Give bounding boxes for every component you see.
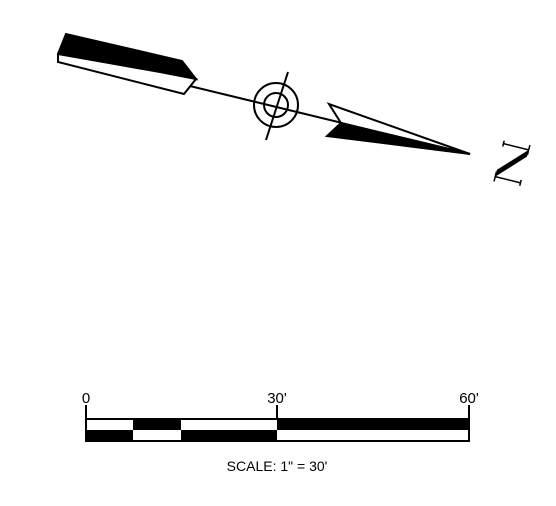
scale-bar-top-seg-1 xyxy=(86,419,133,430)
scale-bar-bottom-seg-4 xyxy=(277,430,469,441)
scale-bar-bottom-seg-3 xyxy=(181,430,277,441)
scale-bar-outline xyxy=(85,418,470,442)
scale-bar-top-seg-4 xyxy=(277,419,469,430)
scale-bar-bottom-seg-2 xyxy=(133,430,181,441)
north-arrow: N xyxy=(56,32,531,186)
scale-bar: 0 30' 60' SCALE: 1" = 30' xyxy=(82,390,479,474)
scale-bar-label-30: 30' xyxy=(267,390,287,407)
scale-bar-bottom-seg-1 xyxy=(86,430,133,441)
north-arrow-center-target-icon xyxy=(253,71,299,141)
north-arrow-tail-white xyxy=(57,52,198,96)
scale-bar-label-0: 0 xyxy=(82,390,90,407)
scale-bar-label-60: 60' xyxy=(459,390,479,407)
scale-bar-caption: SCALE: 1" = 30' xyxy=(227,458,328,474)
scale-bar-top-seg-3 xyxy=(181,419,277,430)
north-arrow-head-black xyxy=(324,121,471,155)
north-arrow-letter-n: N xyxy=(493,140,531,186)
scale-bar-top-seg-2 xyxy=(133,419,181,430)
